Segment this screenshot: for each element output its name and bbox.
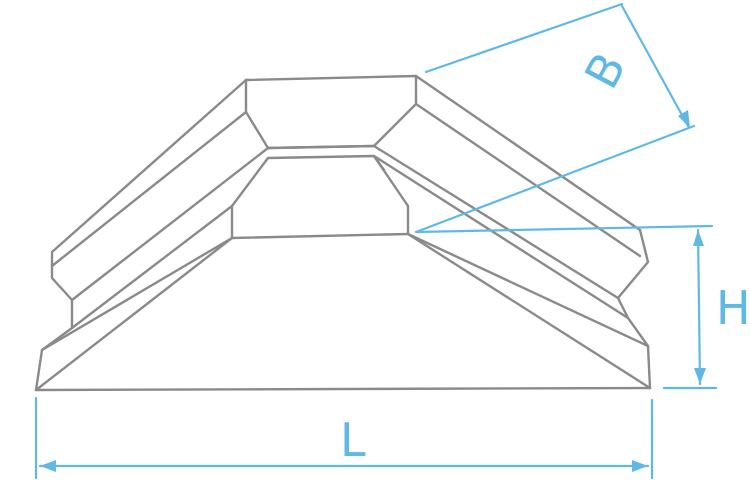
- top-face: [244, 74, 652, 390]
- left-foot: [34, 78, 248, 392]
- left-arm-line-2: [70, 146, 270, 302]
- right-arm-line-2: [372, 144, 620, 300]
- lower-bevel-inner: [372, 154, 386, 172]
- fitting-outline: [34, 74, 652, 392]
- height-label: H: [716, 281, 750, 335]
- right-arm-line-3: [372, 154, 630, 320]
- width-extension-bottom: [414, 124, 696, 234]
- right-arm-line-4: [406, 232, 650, 348]
- upper-bevel-front: [266, 144, 376, 150]
- left-arm-line-4: [40, 236, 234, 352]
- right-arm-line-5: [406, 232, 652, 390]
- width-label: B: [574, 44, 636, 97]
- width-dimension-line: [620, 4, 690, 128]
- left-arm-line-5: [34, 236, 234, 392]
- base-edge: [34, 386, 652, 392]
- height-arrow-bottom: [694, 368, 706, 384]
- length-label: L: [340, 413, 366, 467]
- left-arm-line-1: [50, 110, 248, 268]
- lower-bevel: [230, 154, 410, 240]
- height-arrow-top: [693, 230, 704, 246]
- height-dimension-line: [696, 228, 702, 386]
- right-arm-line-1: [414, 102, 642, 258]
- width-extension-top: [424, 2, 624, 74]
- dimension-lines: [34, 2, 718, 480]
- height-extension-top: [414, 224, 714, 234]
- left-arm-line-3: [70, 204, 234, 330]
- length-arrow-left: [40, 460, 56, 472]
- upper-bevel: [244, 74, 418, 150]
- width-arrow: [678, 110, 690, 128]
- length-arrow-right: [632, 460, 648, 472]
